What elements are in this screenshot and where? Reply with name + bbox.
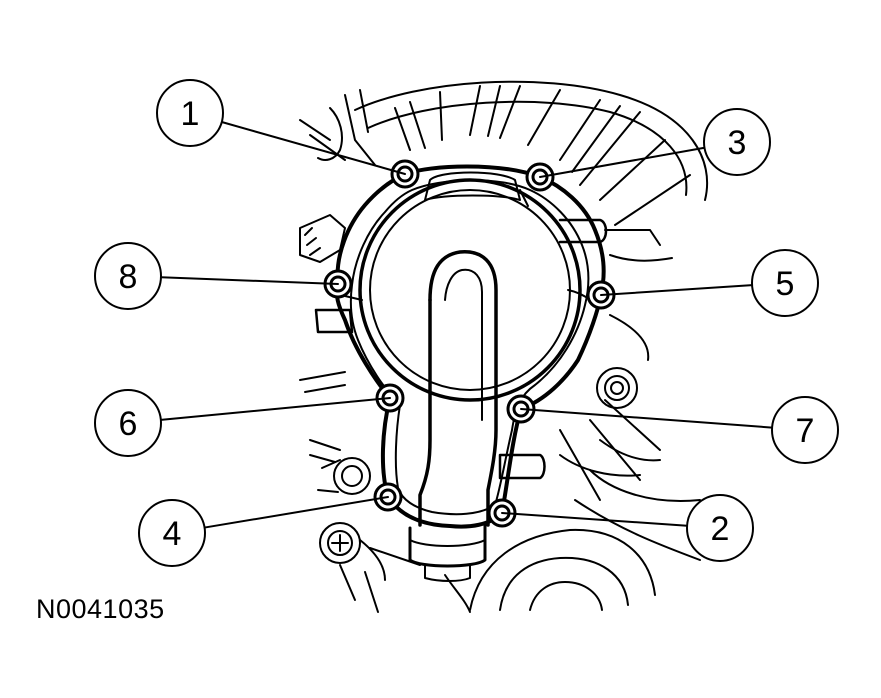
callout-3: 3 — [539, 108, 771, 178]
callout-7: 7 — [520, 396, 839, 464]
callout-number-2: 2 — [711, 510, 730, 548]
leader-line-8 — [159, 276, 339, 285]
leader-line-6 — [159, 397, 391, 421]
callout-number-3: 3 — [728, 124, 747, 162]
leader-line-7 — [520, 408, 774, 429]
water-pump-housing — [314, 164, 608, 582]
leader-line-4 — [203, 496, 389, 529]
leader-line-2 — [501, 512, 689, 527]
callout-number-8: 8 — [119, 258, 138, 296]
callout-circle-3 — [703, 108, 771, 176]
callout-circle-1 — [156, 79, 224, 147]
leader-line-5 — [600, 284, 754, 296]
leader-line-3 — [539, 146, 706, 178]
leader-line-1 — [220, 121, 406, 175]
callout-number-7: 7 — [796, 412, 815, 450]
callout-5: 5 — [600, 249, 819, 317]
callout-6: 6 — [94, 389, 391, 457]
callout-1: 1 — [156, 79, 406, 175]
callout-circle-8 — [94, 242, 162, 310]
callout-circle-7 — [771, 396, 839, 464]
callout-circle-6 — [94, 389, 162, 457]
callout-number-5: 5 — [776, 265, 795, 303]
callout-8: 8 — [94, 242, 339, 310]
callout-number-6: 6 — [119, 405, 138, 443]
callout-circle-4 — [138, 499, 206, 567]
callout-2: 2 — [501, 494, 754, 562]
callout-circle-5 — [751, 249, 819, 317]
callout-circle-2 — [686, 494, 754, 562]
callout-number-4: 4 — [163, 515, 182, 553]
engine-background — [299, 80, 709, 613]
figure-id-label: N0041035 — [36, 594, 165, 624]
callout-group: 1 2 3 4 5 6 7 8 — [94, 79, 839, 567]
callout-number-1: 1 — [181, 95, 200, 133]
callout-4: 4 — [138, 496, 389, 567]
